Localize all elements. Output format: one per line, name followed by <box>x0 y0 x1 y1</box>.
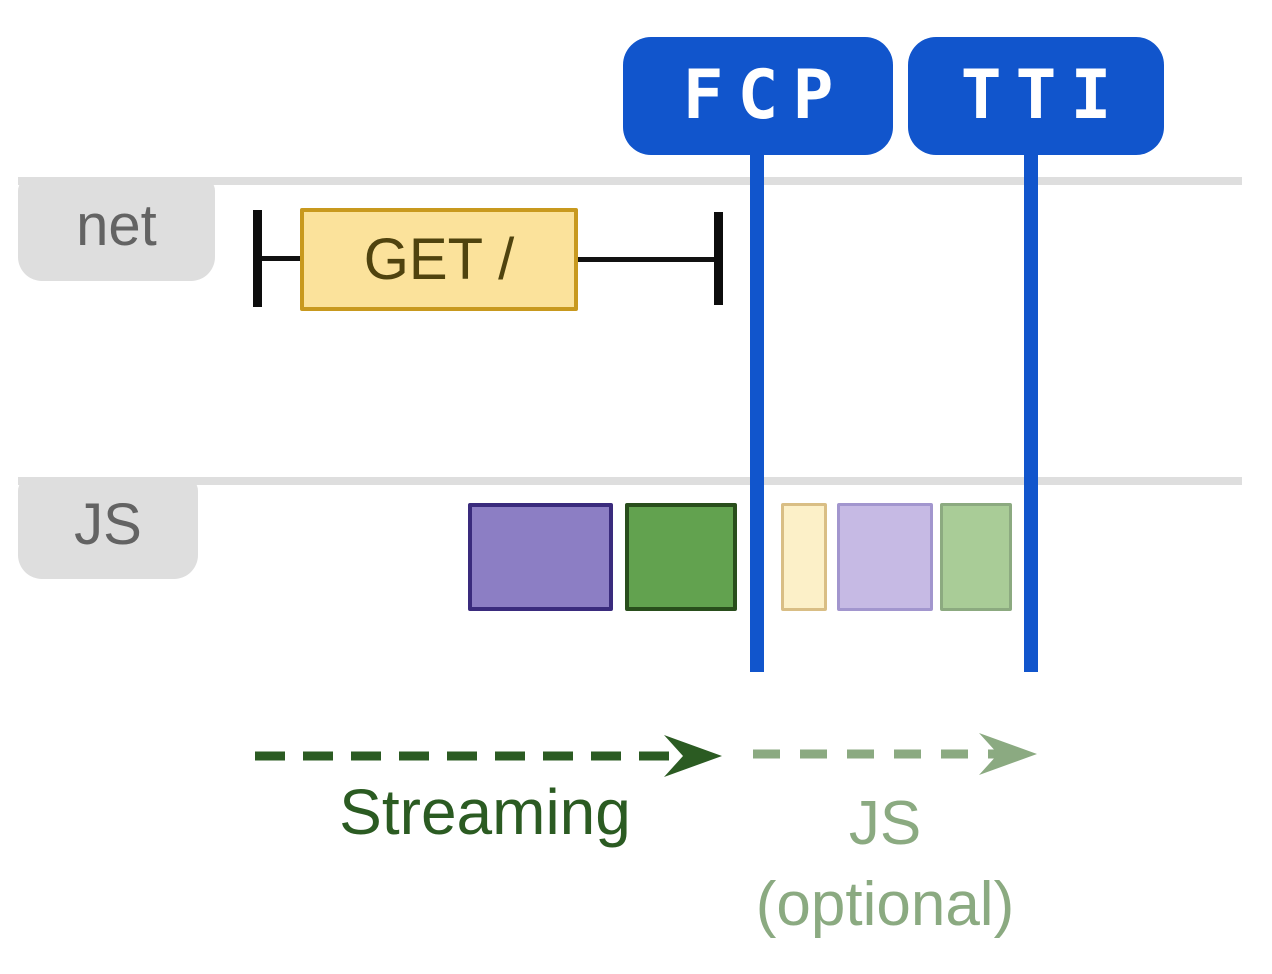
streaming-phase-label-text: Streaming <box>339 776 631 848</box>
request-end-tick <box>714 212 723 305</box>
js-chunk-purple <box>468 503 613 611</box>
js-track-label: JS <box>18 477 198 579</box>
js-optional-label-line1: JS <box>848 789 922 858</box>
request-connector-left <box>262 256 300 261</box>
js-track-label-text: JS <box>74 492 142 557</box>
fcp-badge: FCP <box>623 37 893 155</box>
js-optional-label-line2: (optional) <box>755 869 1015 939</box>
net-track-line <box>18 177 1242 185</box>
net-track-label: net <box>18 177 215 281</box>
js-optional-phase-label: JS (optional) <box>685 784 1085 945</box>
js-chunk-green <box>625 503 737 611</box>
js-track-line <box>18 477 1242 485</box>
js-chunk-purple-faded <box>837 503 933 611</box>
streaming-arrow <box>255 735 722 777</box>
net-track-label-text: net <box>76 193 157 258</box>
streaming-phase-label: Streaming <box>235 776 735 850</box>
js-chunk-green-faded <box>940 503 1012 611</box>
network-request-label: GET / <box>363 226 515 292</box>
js-chunk-yellow-faded <box>781 503 827 611</box>
request-connector-right <box>578 257 714 262</box>
request-start-tick <box>253 210 262 307</box>
tti-badge: TTI <box>908 37 1164 155</box>
network-request-box: GET / <box>300 208 578 311</box>
tti-badge-label: TTI <box>960 56 1126 135</box>
js-optional-arrow <box>753 733 1037 775</box>
fcp-badge-label: FCP <box>682 56 848 135</box>
fcp-marker-line <box>750 150 764 672</box>
tti-marker-line <box>1024 150 1038 672</box>
